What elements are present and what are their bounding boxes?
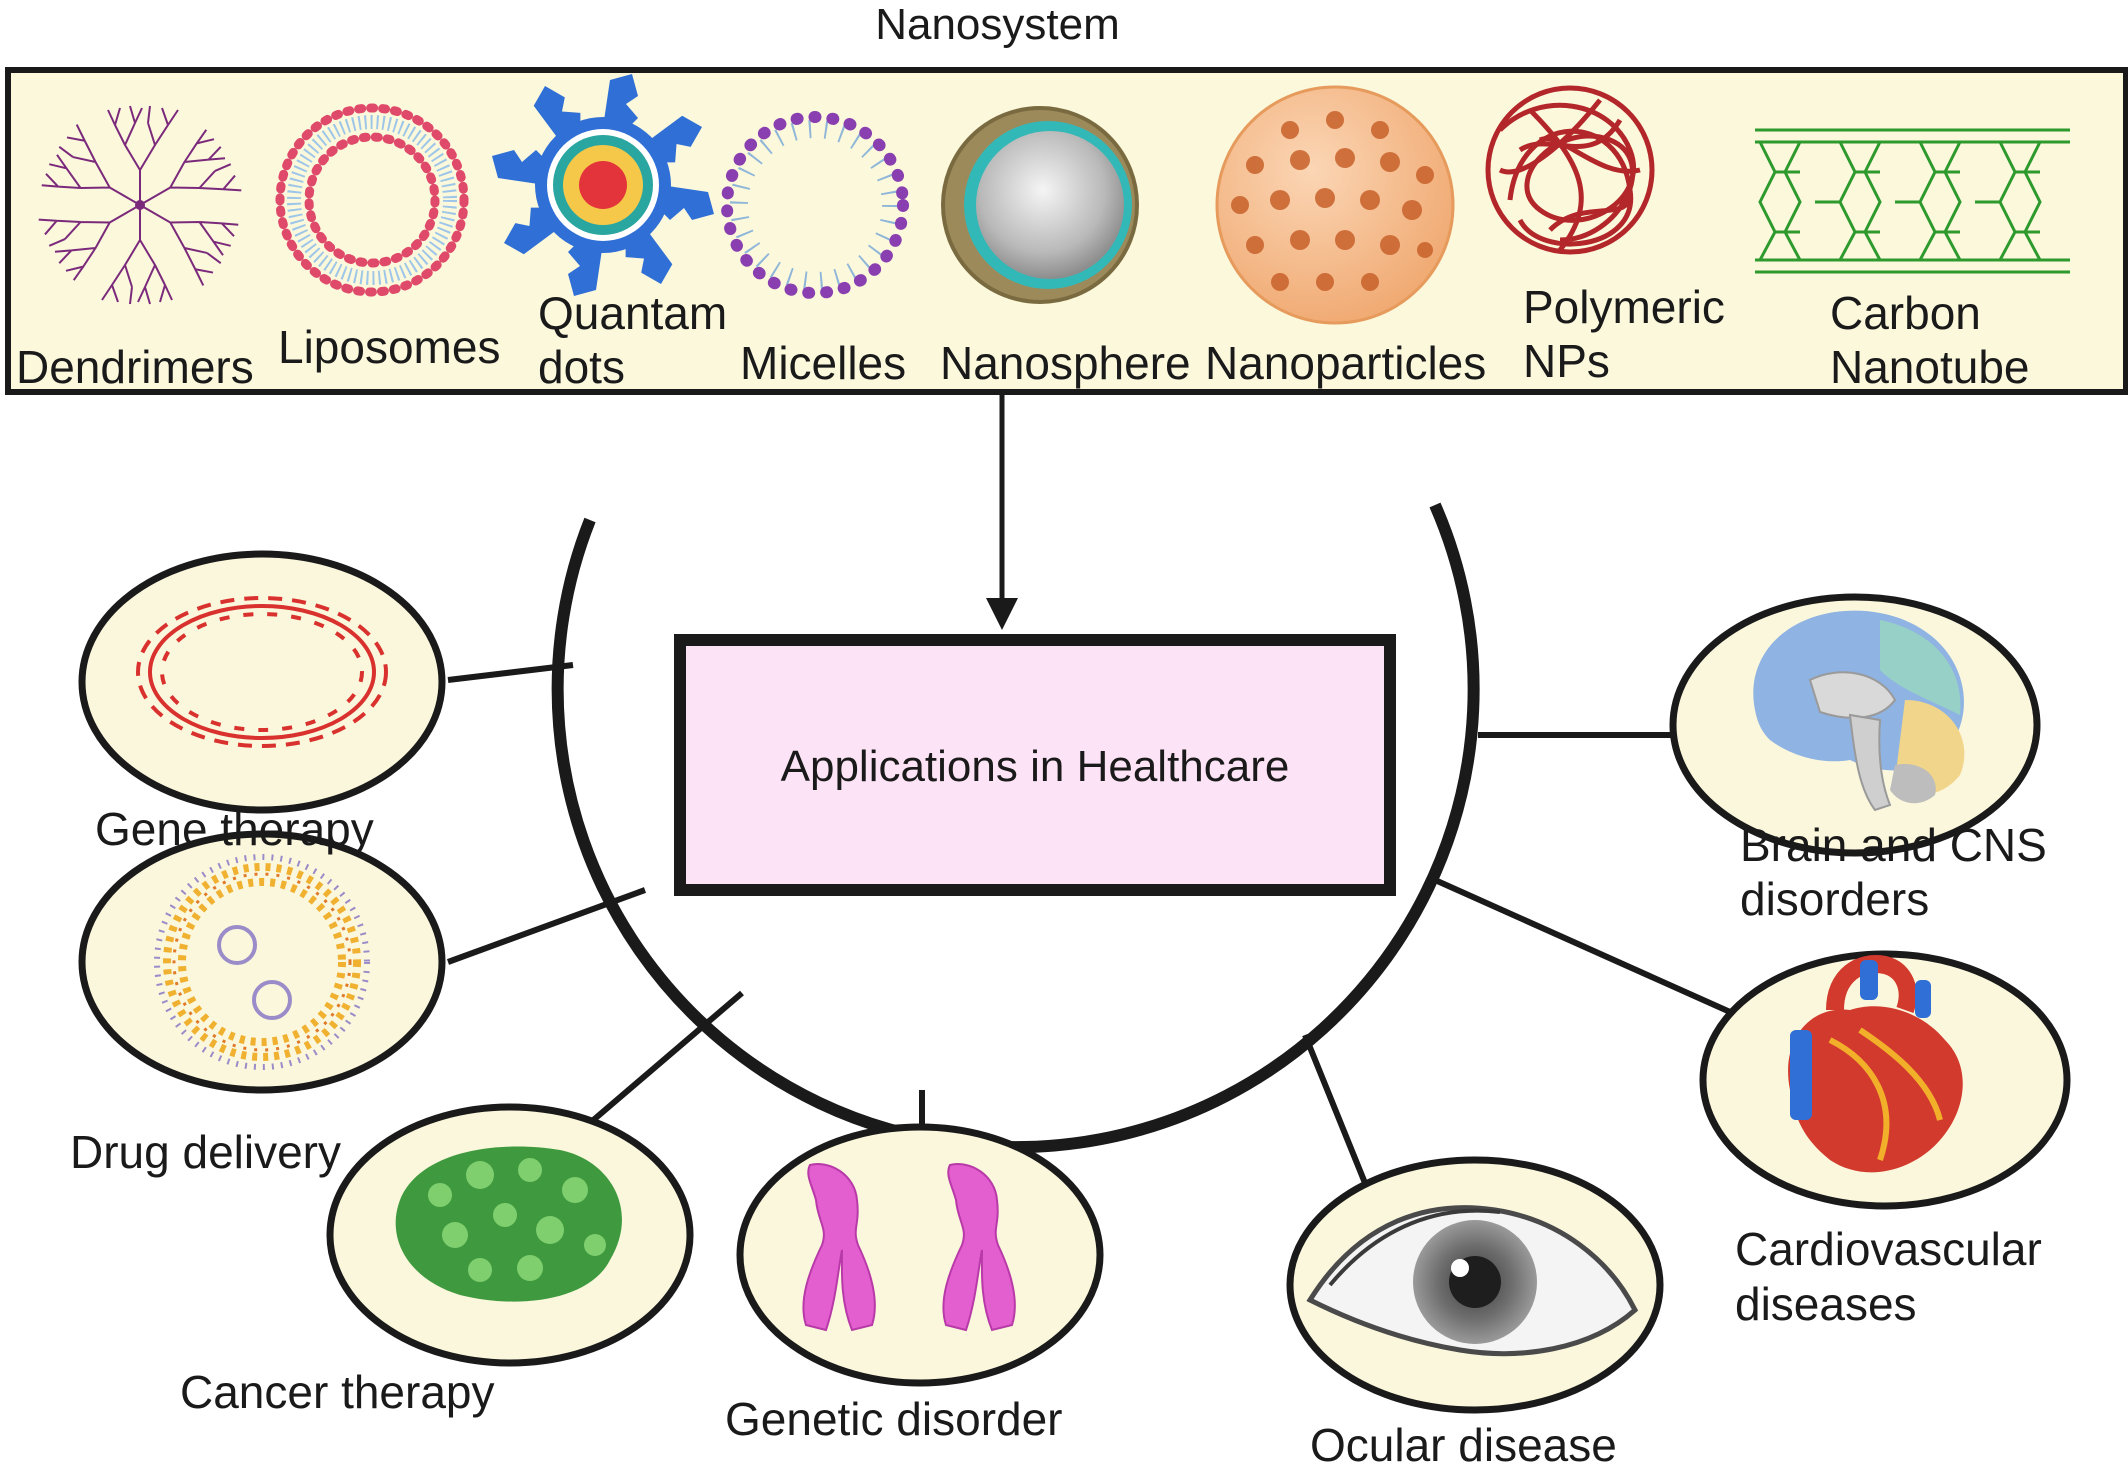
oval-drug-delivery [78, 830, 446, 1094]
polymeric-np-icon [1485, 85, 1655, 255]
label-gene-therapy: Gene therapy [95, 803, 374, 855]
dna-ring-icon [136, 596, 388, 748]
label-carbon: Carbon [1830, 287, 1981, 339]
connectors [446, 662, 1750, 1185]
label-micelles: Micelles [740, 337, 907, 389]
brain-icon [1753, 610, 1965, 812]
oval-ocular-disease [1286, 1156, 1664, 1414]
label-disorders: disorders [1740, 873, 1930, 925]
label-brain-cns: Brain and CNS [1740, 819, 2047, 871]
oval-genetic-disorder [736, 1123, 1104, 1387]
oval-cancer-therapy [326, 1103, 694, 1367]
oval-cardiovascular [1699, 950, 2071, 1210]
label-diseases: diseases [1735, 1278, 1917, 1330]
page-title: Nanosystem [875, 0, 1120, 49]
label-genetic-disorder: Genetic disorder [725, 1393, 1063, 1445]
oval-brain-cns [1669, 593, 2041, 857]
label-nanosphere: Nanosphere [940, 337, 1191, 389]
tumor-cell-icon [395, 1146, 622, 1302]
label-drug-delivery: Drug delivery [70, 1126, 341, 1178]
applications-box [674, 634, 1396, 896]
label-nps: NPs [1523, 335, 1610, 387]
chromosome-icon [802, 1163, 1016, 1332]
label-polymeric: Polymeric [1523, 281, 1725, 333]
label-nanoparticles: Nanoparticles [1205, 337, 1487, 389]
nanoparticle-icon [1215, 85, 1455, 325]
label-cancer-therapy: Cancer therapy [180, 1366, 495, 1418]
label-ocular-disease: Ocular disease [1310, 1419, 1617, 1471]
micelle-icon [721, 111, 909, 299]
quantum-dot-icon [492, 74, 714, 296]
liposome-icon [275, 103, 469, 297]
nanosphere-icon [941, 106, 1139, 304]
carbon-nanotube-icon [1755, 128, 2070, 274]
eye-icon [1306, 1205, 1639, 1357]
label-nanotube: Nanotube [1830, 341, 2030, 393]
label-quantam: Quantam [538, 287, 728, 339]
oval-gene-therapy [78, 550, 446, 814]
label-cardiovascular: Cardiovascular [1735, 1223, 2042, 1275]
drug-liposome-icon [154, 854, 370, 1070]
applications-label: Applications in Healthcare [780, 742, 1290, 791]
label-liposomes: Liposomes [278, 321, 501, 373]
dendrimer-icon [34, 105, 246, 305]
flow-arrow [986, 395, 1018, 630]
heart-icon [1788, 955, 1963, 1173]
label-dots: dots [538, 341, 625, 393]
label-dendrimers: Dendrimers [16, 341, 254, 393]
